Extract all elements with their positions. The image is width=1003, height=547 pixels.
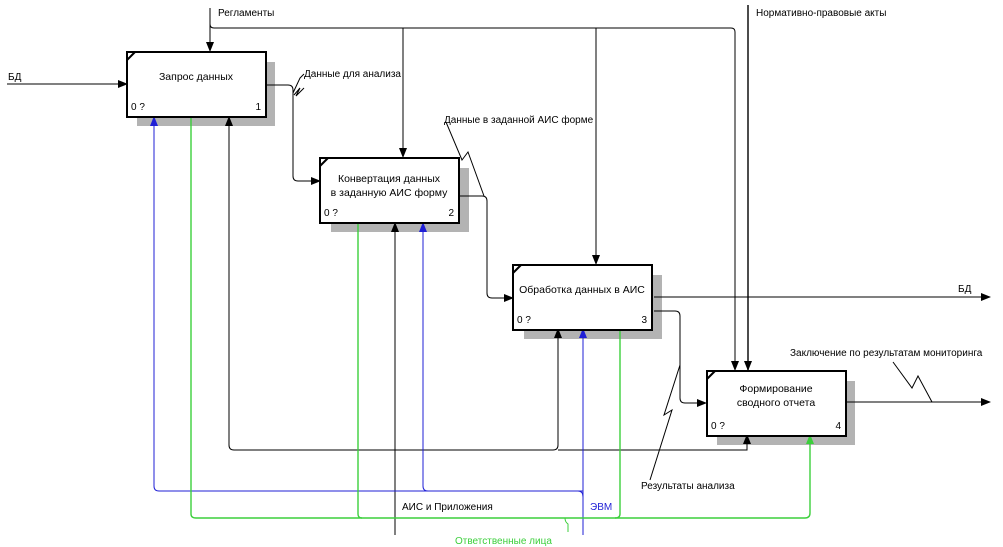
- box-3-cost: 0 ?: [517, 315, 531, 326]
- box-3-title: Обработка данных в АИС: [519, 284, 645, 296]
- box-4-title-line-1: Формирование: [739, 383, 812, 395]
- box-1-number: 1: [255, 102, 261, 113]
- label-data-in-form: Данные в заданной АИС форме: [444, 114, 594, 126]
- label-reglamenty: Регламенты: [218, 8, 274, 19]
- arrow-data-in-form[interactable]: [445, 121, 514, 302]
- box-2-title-line-2: в заданную АИС форму: [331, 187, 448, 199]
- label-data-for-analysis: Данные для анализа: [304, 69, 401, 80]
- box-2-title-line-1: Конвертация данных: [338, 173, 441, 185]
- label-mech-evm: ЭВМ: [590, 502, 612, 513]
- activity-box-3[interactable]: Обработка данных в АИС 0 ? 3: [512, 264, 653, 331]
- arrow-data-for-analysis[interactable]: [266, 73, 321, 185]
- box-3-number: 3: [641, 315, 647, 326]
- label-input-bd: БД: [8, 72, 22, 83]
- label-conclusion: Заключение по результатам мониторинга: [790, 348, 983, 359]
- activity-box-4[interactable]: Формирование сводного отчета 0 ? 4: [706, 370, 847, 437]
- arrow-conclusion[interactable]: [846, 361, 991, 406]
- label-mech-ais: АИС и Приложения: [402, 502, 493, 513]
- box-4-number: 4: [835, 421, 841, 432]
- box-1-cost: 0 ?: [131, 102, 145, 113]
- label-mech-people: Ответственные лица: [455, 536, 552, 547]
- box-2-cost: 0 ?: [324, 208, 338, 219]
- arrow-mech-people[interactable]: [190, 117, 814, 532]
- box-4-cost: 0 ?: [711, 421, 725, 432]
- box-1-title: Запрос данных: [159, 71, 234, 83]
- activity-box-1[interactable]: Запрос данных 0 ? 1: [126, 51, 267, 118]
- arrow-mech-ais[interactable]: [225, 116, 751, 535]
- box-4-title-line-2: сводного отчета: [737, 397, 816, 409]
- label-normativ: Нормативно-правовые акты: [756, 8, 886, 19]
- arrow-control-reglamenty[interactable]: [206, 8, 739, 371]
- arrow-mech-evm[interactable]: [150, 116, 587, 535]
- label-analysis-results: Результаты анализа: [641, 481, 735, 492]
- box-2-number: 2: [448, 208, 454, 219]
- arrow-analysis-results[interactable]: [649, 310, 707, 481]
- label-output-bd: БД: [958, 284, 972, 295]
- activity-box-2[interactable]: Конвертация данных в заданную АИС форму …: [319, 157, 460, 224]
